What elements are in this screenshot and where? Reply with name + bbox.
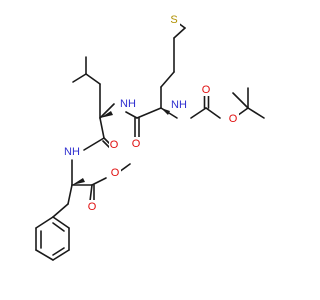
s-ch2-bond [173, 27, 186, 39]
sulfur-atom-label: S [170, 14, 177, 26]
ester-carbonyl-o-label: O [88, 201, 97, 213]
stereo-wedge-leu [100, 111, 113, 118]
label-backgrounds [64, 14, 239, 214]
bond-skeleton [35, 19, 265, 261]
carbamate-nh-label: NH [171, 99, 187, 111]
amide-nh-upper-label: NH [120, 98, 136, 110]
ester-ether-o-label: O [111, 167, 120, 179]
stereo-wedge-met [161, 108, 170, 115]
amide-nh-lower-label: NH [64, 146, 80, 158]
amide-o-upper-label: O [132, 138, 141, 150]
carbamate-carbonyl-o-label: O [202, 84, 211, 96]
carbamate-ether-o-label: O [229, 113, 238, 125]
stereo-wedge-phe [72, 178, 85, 185]
molecular-structure-diagram: S NH NH NH O O O O O O [35, 14, 265, 261]
amide-o-lower-label: O [110, 139, 119, 151]
